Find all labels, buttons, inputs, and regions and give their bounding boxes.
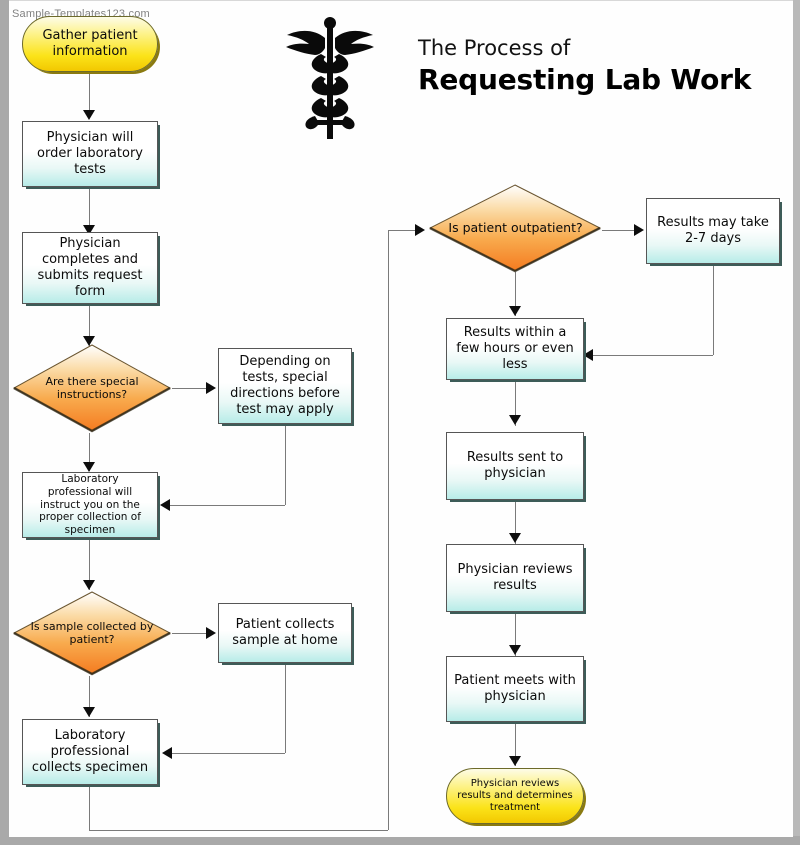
edge-n9-n10-vline-up xyxy=(388,230,389,830)
edge-n12-n13-arrow xyxy=(509,415,521,425)
frame-bottom-border xyxy=(0,836,800,845)
node-laboratory-professional-collects-specimen[interactable]: Laboratory professional collects specime… xyxy=(22,719,158,785)
node-patient-collects-sample-at-home[interactable]: Patient collects sample at home xyxy=(218,603,352,663)
edge-n6-n7-arrow xyxy=(83,580,95,590)
frame-left-border xyxy=(0,0,9,845)
node-are-there-special-instructions[interactable]: Are there special instructions? xyxy=(12,343,172,433)
node-physician-completes-request-form[interactable]: Physician completes and submits request … xyxy=(22,232,158,304)
edge-n7-n9-line xyxy=(89,676,90,717)
node-depending-on-tests-special-directions[interactable]: Depending on tests, special directions b… xyxy=(218,348,352,424)
edge-n7-n9-arrow xyxy=(83,707,95,717)
page-title: Requesting Lab Work xyxy=(418,63,752,97)
frame-right-border xyxy=(793,0,800,845)
node-physician-reviews-results[interactable]: Physician reviews results xyxy=(446,544,584,612)
node-results-sent-to-physician[interactable]: Results sent to physician xyxy=(446,432,584,500)
edge-n5-n6-vline xyxy=(285,424,286,505)
edge-n15-n16-arrow xyxy=(509,756,521,766)
edge-n10-n12-arrow xyxy=(509,306,521,316)
edge-n4-n5-line xyxy=(172,388,210,389)
edge-n10-n11-arrow xyxy=(634,224,644,236)
edge-n3-n4-line xyxy=(89,304,90,348)
edge-n8-n9-vline xyxy=(285,663,286,753)
edge-n4-n5-arrow xyxy=(206,382,216,394)
edge-n11-n12-vline xyxy=(713,264,714,355)
decision-label: Are there special instructions? xyxy=(45,374,139,401)
edge-n14-n15-line xyxy=(515,612,516,656)
edge-n9-n10-arrow xyxy=(415,224,425,236)
edge-n5-n6-hline xyxy=(170,505,285,506)
edge-n9-n10-hline-top xyxy=(388,230,419,231)
node-patient-meets-with-physician[interactable]: Patient meets with physician xyxy=(446,656,584,722)
node-gather-patient-information[interactable]: Gather patient information xyxy=(22,16,158,72)
decision-label: Is sample collected by patient? xyxy=(30,619,154,646)
edge-n14-n15-arrow xyxy=(509,645,521,655)
edge-n8-n9-hline xyxy=(172,753,285,754)
edge-n13-n14-arrow xyxy=(509,533,521,543)
decision-diamond-shape xyxy=(12,591,172,676)
title-subtitle: The Process of xyxy=(418,36,571,60)
title-block: The Process of Requesting Lab Work xyxy=(418,36,778,96)
edge-n8-n9-arrow xyxy=(162,747,172,759)
edge-n5-n6-arrow xyxy=(160,499,170,511)
decision-diamond-shape xyxy=(429,184,602,273)
node-is-sample-collected-by-patient[interactable]: Is sample collected by patient? xyxy=(12,590,172,676)
edge-n3-n4-arrow xyxy=(83,336,95,346)
edge-n11-n12-hline xyxy=(593,355,713,356)
decision-diamond-shape xyxy=(12,344,172,433)
node-physician-determines-treatment[interactable]: Physician reviews results and determines… xyxy=(446,768,584,824)
edge-n9-n10-hline-bottom xyxy=(89,830,388,831)
edge-n2-n3-line xyxy=(89,187,90,231)
edge-n13-n14-line xyxy=(515,500,516,544)
edge-n7-n8-line xyxy=(172,633,210,634)
edge-n4-n6-arrow xyxy=(83,462,95,472)
edge-n10-n12-line xyxy=(515,272,516,316)
caduceus-icon xyxy=(281,12,379,144)
node-laboratory-professional-instructs[interactable]: Laboratory professional will instruct yo… xyxy=(22,472,158,538)
edge-n4-n6-line xyxy=(89,433,90,471)
edge-n6-n7-line xyxy=(89,538,90,590)
node-physician-will-order-tests[interactable]: Physician will order laboratory tests xyxy=(22,121,158,187)
edge-n12-n13-line xyxy=(515,380,516,426)
edge-n2-n3-arrow xyxy=(83,225,95,235)
edge-n10-n11-line xyxy=(602,230,638,231)
edge-n9-n10-vline-down xyxy=(89,785,90,830)
node-results-within-a-few-hours[interactable]: Results within a few hours or even less xyxy=(446,318,584,380)
edge-n1-n2-arrow xyxy=(83,110,95,120)
node-is-patient-outpatient[interactable]: Is patient outpatient? xyxy=(429,183,602,273)
edge-n11-n12-arrow xyxy=(583,349,593,361)
edge-n1-n2-line xyxy=(89,72,90,116)
node-results-may-take-2-7-days[interactable]: Results may take 2-7 days xyxy=(646,198,780,264)
edge-n15-n16-line xyxy=(515,722,516,766)
decision-label: Is patient outpatient? xyxy=(448,220,583,236)
edge-n7-n8-arrow xyxy=(206,627,216,639)
